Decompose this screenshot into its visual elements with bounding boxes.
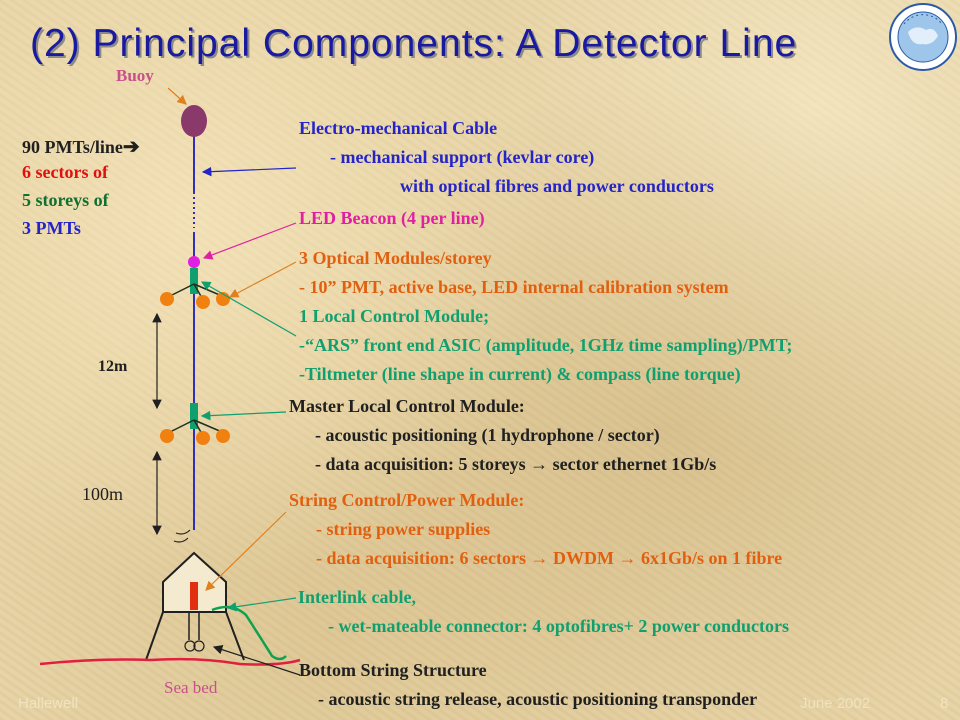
- cable-line2: with optical fibres and power conductors: [400, 176, 714, 196]
- pmts-label: 3 PMTs: [22, 218, 81, 238]
- led-title: LED Beacon (4 per line): [299, 208, 485, 228]
- om-line1: - 10” PMT, active base, LED internal cal…: [299, 277, 729, 297]
- mlcm-line1: - acoustic positioning (1 hydrophone / s…: [315, 425, 660, 445]
- lcm-arrow: [200, 281, 297, 337]
- om-mid-3: [216, 429, 230, 443]
- sectors-label: 6 sectors of: [22, 162, 108, 182]
- interlink-cable: [211, 605, 287, 661]
- cable-title: Electro-mechanical Cable: [299, 118, 498, 138]
- om-top-2: [196, 295, 210, 309]
- pmts-line-label: 90 PMTs/line➔: [22, 134, 140, 159]
- transponder-2: [193, 640, 205, 652]
- om-arm-mid-2: [193, 419, 223, 433]
- led-beacon-shape: [188, 256, 200, 268]
- om-arm-top: [169, 283, 195, 297]
- footer-date: June 2002: [800, 695, 871, 712]
- bss-title: Bottom String Structure: [299, 660, 487, 680]
- bss-arrow: [212, 645, 301, 676]
- om-mid-1: [160, 429, 174, 443]
- sea-bed-label: Sea bed: [164, 678, 218, 697]
- footer-page-number: 8: [940, 695, 949, 712]
- cable-line1: - mechanical support (kevlar core): [330, 147, 595, 167]
- dim-100m-label: 100m: [82, 484, 124, 504]
- led-arrow: [202, 222, 297, 260]
- cable-arrow: [201, 166, 297, 177]
- lcm-line1: -“ARS” front end ASIC (amplitude, 1GHz t…: [299, 335, 793, 355]
- om-arm-mid: [169, 419, 195, 433]
- scm-box: [190, 582, 198, 610]
- buoy-arrow: [167, 87, 187, 105]
- footer-author: Hallewell: [18, 695, 79, 712]
- om-top-1: [160, 292, 174, 306]
- lcm-line2: -Tiltmeter (line shape in current) & com…: [299, 364, 741, 384]
- bss-leg-left: [145, 611, 164, 661]
- antares-logo-icon: [889, 3, 957, 71]
- scm-line2: - data acquisition: 6 sectors → DWDM → 6…: [316, 548, 783, 568]
- slide-title: (2) Principal Components: A Detector Lin…: [30, 22, 798, 65]
- scm-line1: - string power supplies: [316, 519, 491, 539]
- bss-leg-right: [225, 611, 245, 661]
- lcm-top: [190, 268, 198, 294]
- interlink-title: Interlink cable,: [298, 587, 417, 607]
- mlcm-box: [190, 403, 198, 429]
- storeys-label: 5 storeys of: [22, 190, 109, 210]
- dim-12m-label: 12m: [98, 358, 128, 375]
- right-arrow-icon: ➔: [122, 136, 140, 158]
- lcm-title: 1 Local Control Module;: [299, 306, 490, 326]
- om-mid-2: [196, 431, 210, 445]
- pmts-line-text: 90 PMTs/line: [22, 137, 123, 157]
- cable-break-mark: [173, 529, 191, 543]
- interlink-line1: - wet-mateable connector: 4 optofibres+ …: [328, 616, 790, 636]
- scm-arrow: [205, 511, 287, 591]
- scm-title: String Control/Power Module:: [289, 490, 525, 510]
- mlcm-line2: - data acquisition: 5 storeys → sector e…: [315, 454, 717, 474]
- om-title: 3 Optical Modules/storey: [299, 248, 492, 268]
- bss-line1: - acoustic string release, acoustic posi…: [318, 689, 758, 709]
- buoy-shape: [181, 105, 207, 137]
- interlink-arrow: [226, 597, 297, 612]
- om-arrow: [228, 261, 297, 298]
- mlcm-title: Master Local Control Module:: [289, 396, 525, 416]
- buoy-label: Buoy: [116, 66, 154, 85]
- mlcm-arrow: [200, 410, 287, 421]
- transponder-1: [184, 640, 196, 652]
